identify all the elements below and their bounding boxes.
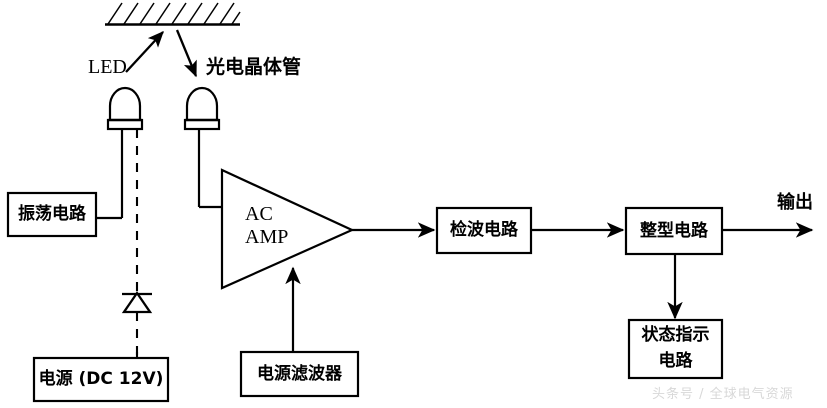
block-power-supply-outline [32,356,170,403]
block-oscillator-label: 振荡电路 [18,204,86,225]
watermark: 头条号 / 全球电气资源 [652,387,794,402]
ac-amp-label-line1: AC [245,203,273,225]
block-shaper-label: 整型电路 [640,220,708,241]
block-status-indicator-label-line2: 电路 [658,350,693,371]
block-detector-outline [435,206,533,255]
led-emitter-symbol [106,86,144,218]
block-detector-label: 检波电路 [450,220,518,241]
block-power-filter-label: 电源滤波器 [257,363,342,384]
reflected-light-arrow [175,29,198,78]
led-label: LED [88,56,127,78]
ac-amp-label-line2: AMP [245,226,289,248]
output-label: 输出 [777,192,813,213]
hatched-surface [105,2,241,26]
block-power-filter-outline [239,350,360,398]
phototransistor-symbol [183,86,221,207]
block-status-indicator-label-line1: 状态指示 [641,324,710,345]
block-power-supply-label: 电源 (DC 12V) [38,369,164,390]
block-oscillator-outline [6,191,98,238]
ac-amp-triangle [220,168,355,290]
emitted-light-arrow [125,31,164,73]
diode-symbol [121,290,153,314]
phototransistor-label: 光电晶体管 [206,56,302,78]
block-status-indicator-outline [627,318,724,380]
